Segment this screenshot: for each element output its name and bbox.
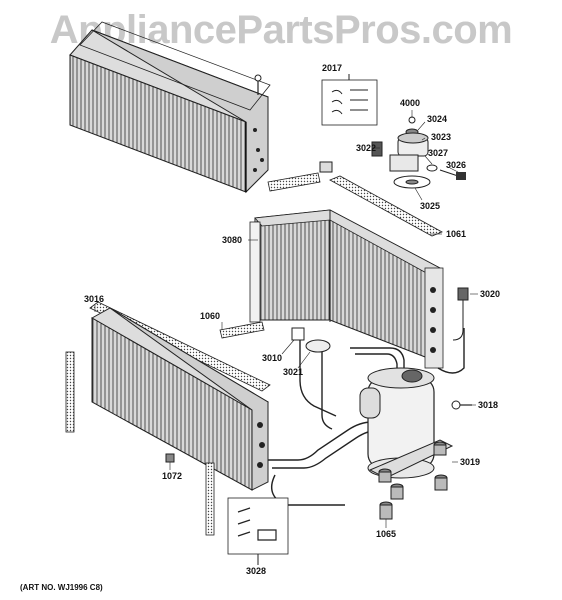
label-3020: 3020 (480, 289, 501, 299)
label-1060: 1060 (200, 311, 221, 321)
reversing-valve (291, 327, 331, 353)
fan-motor-assembly (319, 116, 466, 189)
label-3025: 3025 (420, 201, 441, 211)
clip-1072 (165, 453, 175, 463)
label-1061: 1061 (446, 229, 467, 239)
label-3023: 3023 (431, 132, 452, 142)
label-3016: 3016 (84, 294, 105, 304)
front-coil (65, 307, 270, 536)
top-coil (69, 21, 271, 194)
label-1072: 1072 (162, 471, 183, 481)
label-2017: 2017 (322, 63, 343, 73)
label-3019: 3019 (460, 457, 481, 467)
compressor (359, 367, 454, 479)
label-3027: 3027 (428, 148, 449, 158)
grommets (378, 441, 448, 520)
label-3018: 3018 (478, 400, 499, 410)
label-3080: 3080 (222, 235, 243, 245)
part-2017-kit (321, 74, 378, 126)
label-4000: 4000 (400, 98, 421, 108)
screw-top (254, 74, 262, 95)
label-3010: 3010 (262, 353, 283, 363)
label-3022: 3022 (356, 143, 377, 153)
art-number: (ART NO. WJ1996 C8) (20, 583, 103, 592)
label-3026: 3026 (446, 160, 467, 170)
label-1065: 1065 (376, 529, 397, 539)
part-3028-kit (227, 497, 289, 565)
sensor-3020 (452, 287, 469, 341)
label-3028: 3028 (246, 566, 267, 576)
l-shaped-coil (249, 209, 444, 369)
label-3021: 3021 (283, 367, 304, 377)
bolt-3018 (451, 400, 472, 410)
label-3024: 3024 (427, 114, 448, 124)
leader-lines (94, 110, 478, 528)
